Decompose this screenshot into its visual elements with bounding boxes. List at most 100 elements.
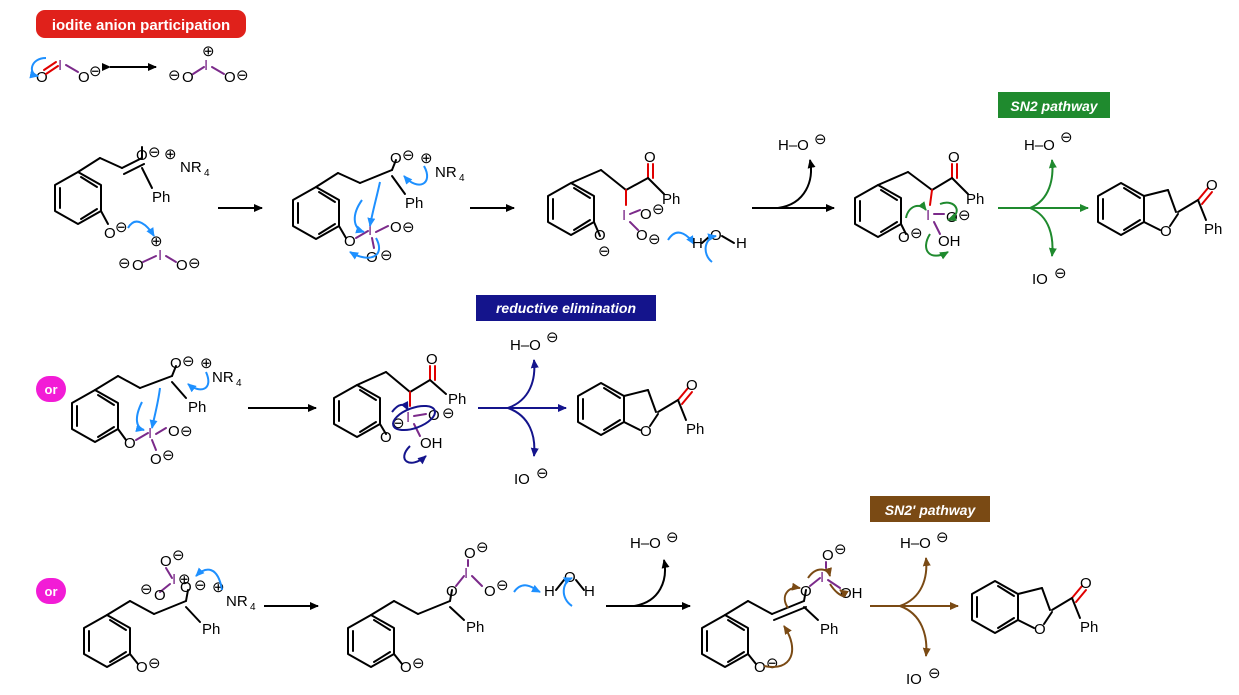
atom-label: H [692,235,703,252]
curved-arrow [187,371,210,393]
curved-arrow [783,582,801,609]
atom-label: O [948,149,960,166]
atom-label: O [1206,177,1218,194]
or-badge-2: or [36,578,66,604]
charge-plus: ⊕ [420,150,433,167]
atom-label: OH [938,233,961,250]
sn2p-badge-box [870,496,990,522]
row3-structure-3: O Ph I O ⊖ OH O ⊖ [701,541,863,676]
subscript: 4 [236,378,242,389]
row2-structure-2: O Ph I O ⊖ OH O ⊖ [333,351,466,465]
iodine-label: I [926,207,930,224]
curved-arrow [391,401,409,413]
charge-minus: ⊖ [148,144,161,161]
re-badge: reductive elimination [476,295,656,321]
atom-label: NR [226,593,248,610]
subscript: 4 [250,602,256,613]
sn2-badge-text: SN2 pathway [1010,98,1098,114]
curved-arrow [667,231,695,245]
curved-arrow [353,199,365,234]
hydroxide-label: H–O [1024,137,1055,154]
charge-minus: ⊖ [834,541,847,558]
charge-minus: ⊖ [936,529,949,546]
row3-arrow-2: H–O ⊖ [606,529,691,610]
curved-arrow [403,445,427,465]
charge-minus: ⊖ [910,225,923,242]
atom-label: O [636,227,648,244]
charge-minus: ⊖ [958,207,971,224]
charge-minus: ⊖ [652,201,665,218]
curved-arrow [829,583,849,598]
re-badge-box [476,295,656,321]
atom-label: O [168,423,180,440]
atom-label: H [584,583,595,600]
iodine-label: I [368,222,372,239]
or-badge-1: or [36,376,66,402]
atom-label: Ph [1204,221,1222,238]
charge-minus: ⊖ [546,329,559,346]
atom-label: O [154,587,166,604]
atom-label: O [150,451,162,468]
charge-minus: ⊖ [402,147,415,164]
curved-arrow [29,57,47,79]
atom-label: O [400,659,412,676]
atom-label: O [800,583,812,600]
curved-arrow [1029,159,1057,209]
iodite-label: IO [514,471,530,488]
sn2p-badge-text: SN2' pathway [885,502,977,518]
or-badge-box [36,578,66,604]
charge-plus: ⊕ [164,146,177,163]
row3-product: O O Ph [971,575,1098,638]
iodite-resonance: O I O ⊖ ⊖ O I ⊕ O ⊖ [29,43,249,86]
atom-label: Ph [202,621,220,638]
curved-arrow [349,237,380,260]
charge-minus: ⊖ [188,255,201,272]
iodine-label: I [464,565,468,582]
hydroxide-label: H–O [778,137,809,154]
sn2p-badge: SN2' pathway [870,496,990,522]
charge-plus: ⊕ [178,571,191,588]
charge-minus: ⊖ [814,131,827,148]
atom-label: O [1080,575,1092,592]
atom-label: NR [435,164,457,181]
row1-product: O O Ph [1097,177,1222,240]
atom-label: Ph [662,191,680,208]
row3-structure-1: O Ph ⊖ ⊕ NR 4 O ⊖ O ⊖ I ⊕ ⊖ O [83,547,256,676]
subscript: 4 [204,168,210,179]
curved-arrow [633,559,670,607]
iodine-label: I [406,409,410,426]
atom-label: H [544,583,555,600]
atom-label: O [484,583,496,600]
atom-label: O [1160,223,1172,240]
charge-plus: ⊕ [212,579,225,596]
iodine-label: I [204,57,208,74]
atom-label: O [136,147,148,164]
charge-minus: ⊖ [115,219,128,236]
curved-arrow [127,220,155,237]
hydroxide-label: H–O [510,337,541,354]
atom-label: Ph [405,195,423,212]
atom-label: O [78,69,90,86]
curved-arrow [135,401,145,432]
row3-branch-arrow: H–O ⊖ IO ⊖ [870,529,959,688]
atom-label: O [754,659,766,676]
atom-label: O [686,377,698,394]
atom-label: Ph [466,619,484,636]
charge-minus: ⊖ [148,655,161,672]
row3-structure-2: O Ph I O ⊖ O ⊖ O ⊖ H O H [347,539,595,676]
iodine-label: I [820,569,824,586]
curved-arrow [807,567,832,579]
charge-minus: ⊖ [442,405,455,422]
atom-label: Ph [1080,619,1098,636]
atom-label: O [644,149,656,166]
row2-structure-1: O ⊖ ⊕ NR 4 Ph O I O ⊖ O ⊖ [71,353,242,468]
curved-arrow [367,181,381,227]
charge-minus: ⊖ [118,255,131,272]
atom-label: O [446,583,458,600]
iodite-header: iodite anion participation [36,10,246,38]
atom-label: O [124,435,136,452]
curved-arrow [905,201,927,219]
atom-label: Ph [152,189,170,206]
atom-label: O [132,257,144,274]
